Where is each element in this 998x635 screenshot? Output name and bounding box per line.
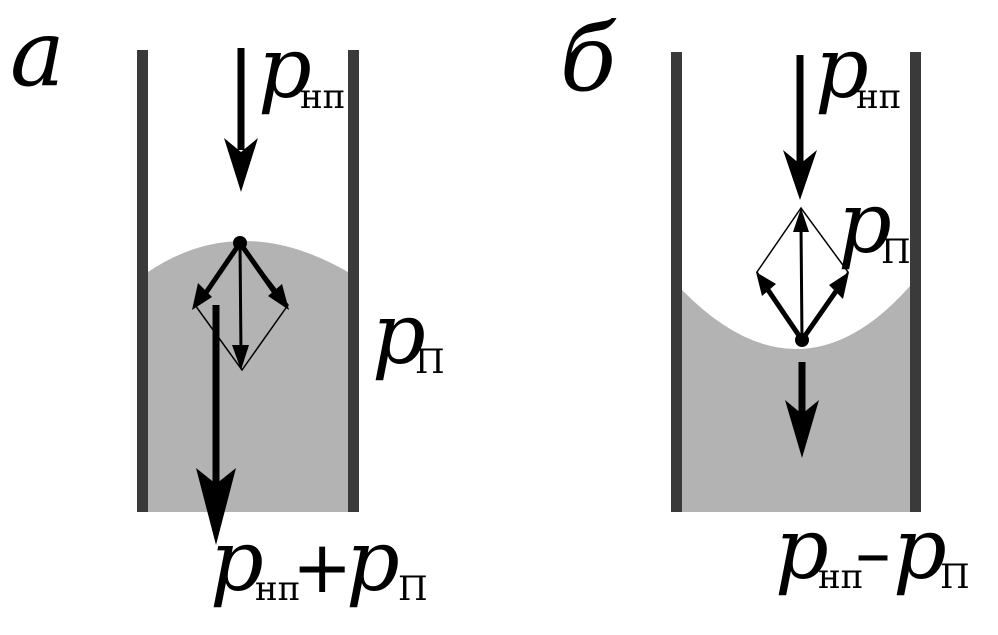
panel-a-label: а — [10, 0, 65, 107]
panel-b-force-diamond — [756, 206, 849, 347]
panel-a-right-wall — [348, 50, 359, 512]
svg-text:p: p — [210, 512, 264, 610]
svg-text:П: П — [398, 569, 428, 609]
svg-text:нп: нп — [300, 77, 345, 117]
panel-a-force-diamond — [192, 236, 289, 372]
panel-b-left-wall — [671, 52, 682, 512]
panel-b-label: б — [560, 5, 617, 112]
svg-text:+: + — [292, 525, 352, 609]
panel-a-top-arrow — [224, 48, 258, 192]
panel-b-side-pressure-label: p П — [838, 174, 911, 272]
panel-a: а p нп — [10, 0, 445, 610]
panel-a-resultant-arrow — [196, 305, 236, 545]
panel-b-liquid — [682, 286, 910, 512]
svg-text:p: p — [372, 285, 426, 383]
panel-b: б p нп — [560, 5, 970, 598]
svg-text:–: – — [855, 511, 891, 595]
svg-text:p: p — [838, 174, 892, 272]
panel-b-right-wall — [910, 52, 921, 512]
svg-text:p: p — [346, 512, 400, 610]
svg-text:p: p — [775, 500, 829, 598]
svg-text:p: p — [815, 19, 869, 117]
panel-b-bottom-difference-label: p нп – p П — [775, 500, 970, 598]
panel-b-resultant-arrow — [785, 362, 819, 458]
svg-text:p: p — [893, 500, 947, 598]
panel-b-top-pressure-label: p нп — [815, 19, 901, 117]
svg-text:П: П — [940, 557, 970, 597]
panel-a-liquid — [148, 241, 348, 512]
svg-text:p: p — [258, 19, 312, 117]
panel-a-bottom-sum-label: p нп + p П — [210, 512, 428, 610]
panel-b-top-arrow — [783, 55, 817, 200]
panel-a-left-wall — [137, 50, 148, 512]
svg-text:нп: нп — [255, 569, 300, 609]
svg-text:нп: нп — [856, 77, 901, 117]
svg-text:П: П — [881, 232, 911, 272]
panel-a-side-pressure-label: p П — [372, 285, 445, 383]
panel-a-top-pressure-label: p нп — [258, 19, 345, 117]
svg-text:П: П — [415, 342, 445, 382]
svg-text:нп: нп — [818, 557, 863, 597]
